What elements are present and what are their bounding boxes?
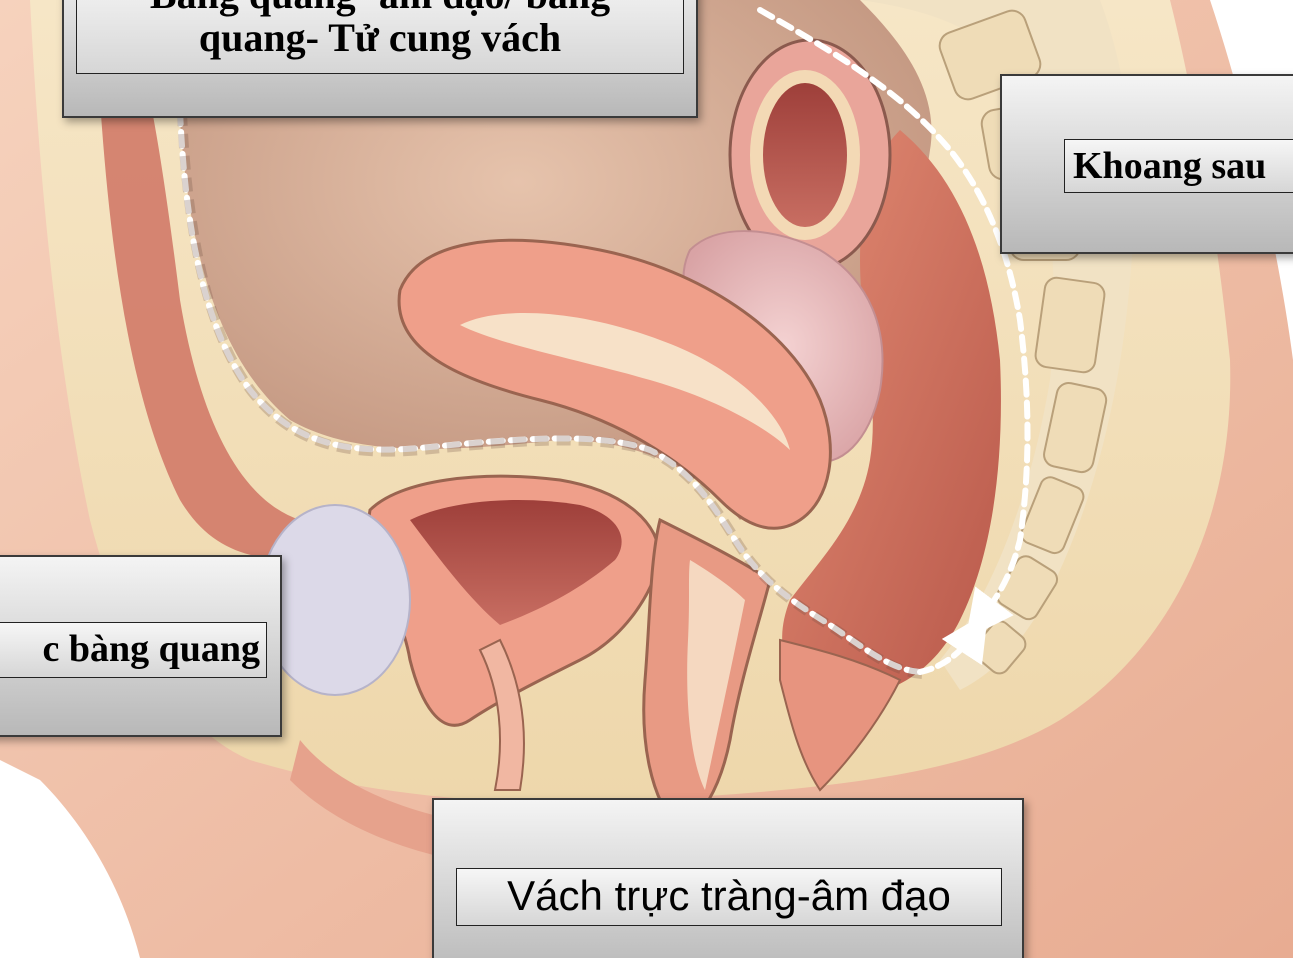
callout-vesico-vaginal: Bàng quang- âm đạo/ bàng quang- Tử cung …	[62, 0, 698, 118]
callout-rectovaginal-septum-label: Vách trực tràng-âm đạo	[456, 868, 1002, 926]
callout-vesico-vaginal-line2: quang- Tử cung vách	[77, 16, 683, 59]
callout-vesico-vaginal-label: Bàng quang- âm đạo/ bàng quang- Tử cung …	[76, 0, 684, 74]
pubic-symphysis	[260, 505, 410, 695]
callout-vesico-vaginal-line1: Bàng quang- âm đạo/ bàng	[77, 0, 683, 16]
callout-prevesical-space: c bàng quang	[0, 555, 282, 737]
callout-posterior-space: Khoang sau	[1000, 74, 1293, 254]
callout-rectovaginal-septum: Vách trực tràng-âm đạo	[432, 798, 1024, 958]
callout-prevesical-space-label: c bàng quang	[0, 622, 267, 678]
callout-posterior-space-label: Khoang sau	[1064, 139, 1293, 193]
